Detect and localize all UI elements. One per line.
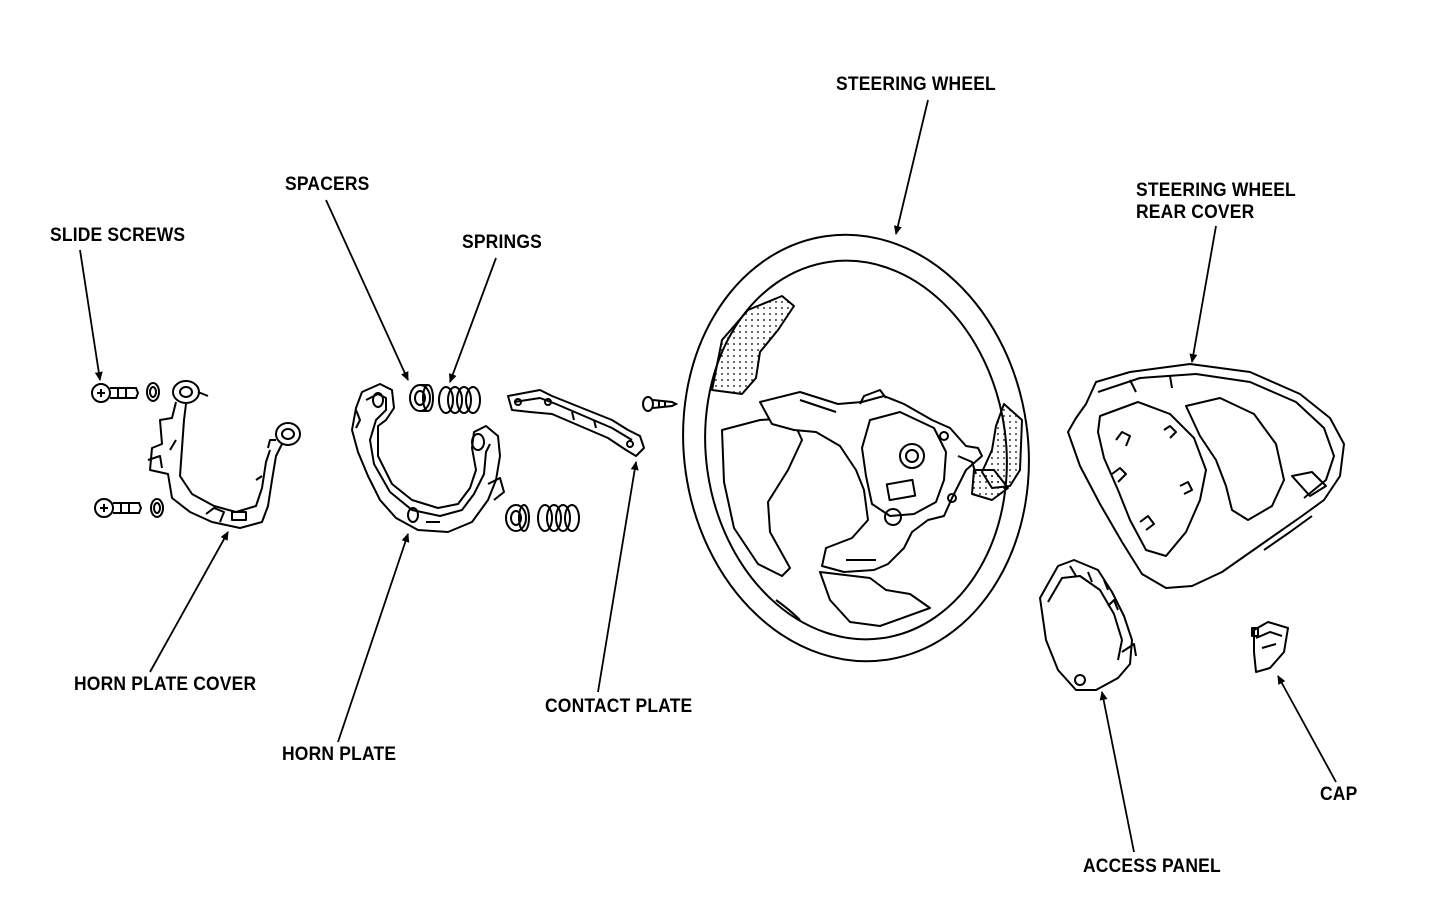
steering-wheel [656, 212, 1056, 684]
label-spacers: SPACERS [285, 174, 370, 195]
leader-spacers [325, 199, 409, 381]
label-springs: SPRINGS [462, 232, 542, 253]
access-panel [1040, 560, 1136, 690]
leader-rear-cover [1189, 225, 1217, 363]
leader-access-panel [1099, 691, 1135, 853]
leader-horn-plate [337, 533, 410, 743]
leader-steering-wheel [893, 99, 929, 235]
leader-horn-plate-cover [149, 531, 229, 673]
slide-screw-upper [92, 383, 159, 402]
leader-cap [1277, 675, 1337, 783]
leader-springs [449, 257, 497, 383]
leader-lines [79, 99, 1337, 853]
label-cap: CAP [1320, 784, 1358, 805]
leader-contact-plate [597, 461, 639, 693]
label-steering-wheel-rear-cover-line2: REAR COVER [1136, 202, 1255, 223]
leader-slide-screws [79, 249, 103, 381]
slide-screw-lower [95, 499, 163, 517]
horn-plate-cover [148, 381, 300, 528]
label-steering-wheel-rear-cover-line1: STEERING WHEEL [1136, 180, 1296, 201]
label-steering-wheel: STEERING WHEEL [836, 74, 996, 95]
label-contact-plate: CONTACT PLATE [545, 696, 693, 717]
cap [1252, 622, 1288, 672]
contact-plate [508, 390, 644, 456]
spring-upper [439, 387, 480, 413]
label-horn-plate: HORN PLATE [282, 744, 397, 765]
spring-lower [538, 505, 579, 531]
steering-wheel-rear-cover [1068, 364, 1344, 588]
label-slide-screws: SLIDE SCREWS [50, 225, 186, 246]
spacer-upper [410, 385, 433, 411]
screw [643, 397, 676, 411]
label-horn-plate-cover: HORN PLATE COVER [74, 674, 257, 695]
label-access-panel: ACCESS PANEL [1083, 856, 1221, 877]
spacer-lower [506, 505, 529, 531]
horn-plate [352, 384, 504, 532]
